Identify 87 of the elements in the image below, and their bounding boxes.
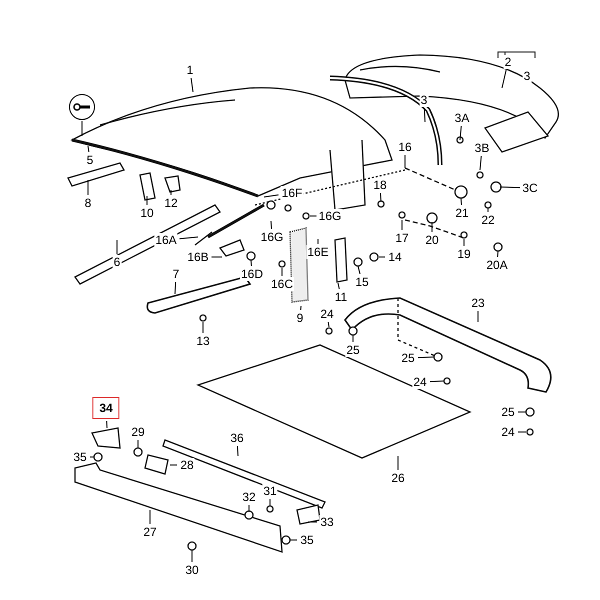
leader-line [179,236,198,240]
leader-line [250,260,252,266]
leader-line [190,78,194,92]
callout-number: 29 [130,425,146,439]
leader-line [248,504,250,512]
callout-number: 28 [179,458,195,472]
callout-number: 20 [424,233,440,247]
callout-number: 6 [112,255,122,269]
callout-number: 24 [500,425,516,439]
callout-number: 21 [454,206,470,220]
callout-number: 16A [154,233,178,247]
leader-line [170,464,178,466]
callout-number: 11 [334,290,348,304]
callout-number: 17 [394,231,410,245]
callout-number: 7 [172,267,180,281]
callout-number: 22 [480,213,496,227]
leader-line [264,194,279,198]
callout-number: 10 [139,206,155,220]
callout-number: 8 [84,196,92,210]
callout-number: 19 [456,247,472,261]
callout-number: 16D [240,267,264,281]
callout-number: 25 [500,405,516,419]
leader-line [358,266,360,274]
callout-number: 16G [318,209,342,223]
callout-number: 13 [195,334,211,348]
leader-line [460,126,462,140]
callout-number: 16G [260,230,284,244]
callout-number: 16 [397,140,413,154]
callout-number: 25 [345,343,361,357]
leader-line [328,322,330,328]
callout-number: 23 [470,296,486,310]
callout-number: 31 [262,484,278,498]
callout-number: 3A [454,111,470,125]
callout-number: 3C [521,181,539,195]
callout-number: 16B [186,250,210,264]
callout-number: 36 [229,431,245,445]
callout-number: 9 [296,311,304,325]
callout-number: 34 [92,397,120,419]
callout-number: 1 [186,63,194,77]
leader-line [146,196,148,206]
callout-number: 33 [319,515,335,529]
callout-number: 18 [372,178,388,192]
callout-number: 35 [72,450,88,464]
callout-number: 24 [319,307,335,321]
callout-number: 16E [306,245,330,259]
callout-number: 27 [142,525,158,539]
leader-line [270,220,272,230]
callout-number: 24 [412,375,428,389]
leader-line [106,420,108,428]
callout-number: 2 [504,55,512,69]
leader-line [378,256,386,258]
callout-number: 30 [184,563,200,577]
leader-line [202,322,204,334]
leader-line [424,108,426,122]
leader-line [174,282,176,294]
leader-line [236,446,238,456]
callout-number: 14 [387,250,403,264]
leader-line [88,146,90,152]
leader-line [480,156,482,170]
callout-number: 26 [390,471,406,485]
leader-line [497,250,498,258]
callout-number: 15 [354,275,370,289]
leader-line [380,192,382,202]
leader-line [404,154,406,168]
callout-number: 3B [474,141,490,155]
leader-line [352,334,354,342]
callout-number: 16F [280,186,304,200]
leader-line [338,282,340,290]
callout-number: 32 [241,490,257,504]
leader-line [116,240,118,254]
leader-line [300,306,302,310]
callout-number: 5 [86,153,94,167]
leader-line [500,186,520,188]
callout-number: 3 [420,93,428,107]
callout-number: 3 [522,69,532,83]
callout-number: 16C [270,277,294,291]
callout-number: 35 [299,533,315,547]
leader-line [211,256,222,258]
leader-line [418,356,434,358]
leader-line [170,190,172,196]
callout-number: 25 [400,351,416,365]
callout-number: 12 [163,196,179,210]
callout-number: 20A [485,258,509,272]
leader-line [460,198,462,206]
leader-line [430,380,444,382]
leader-line [90,456,94,458]
leader-line [502,70,507,88]
